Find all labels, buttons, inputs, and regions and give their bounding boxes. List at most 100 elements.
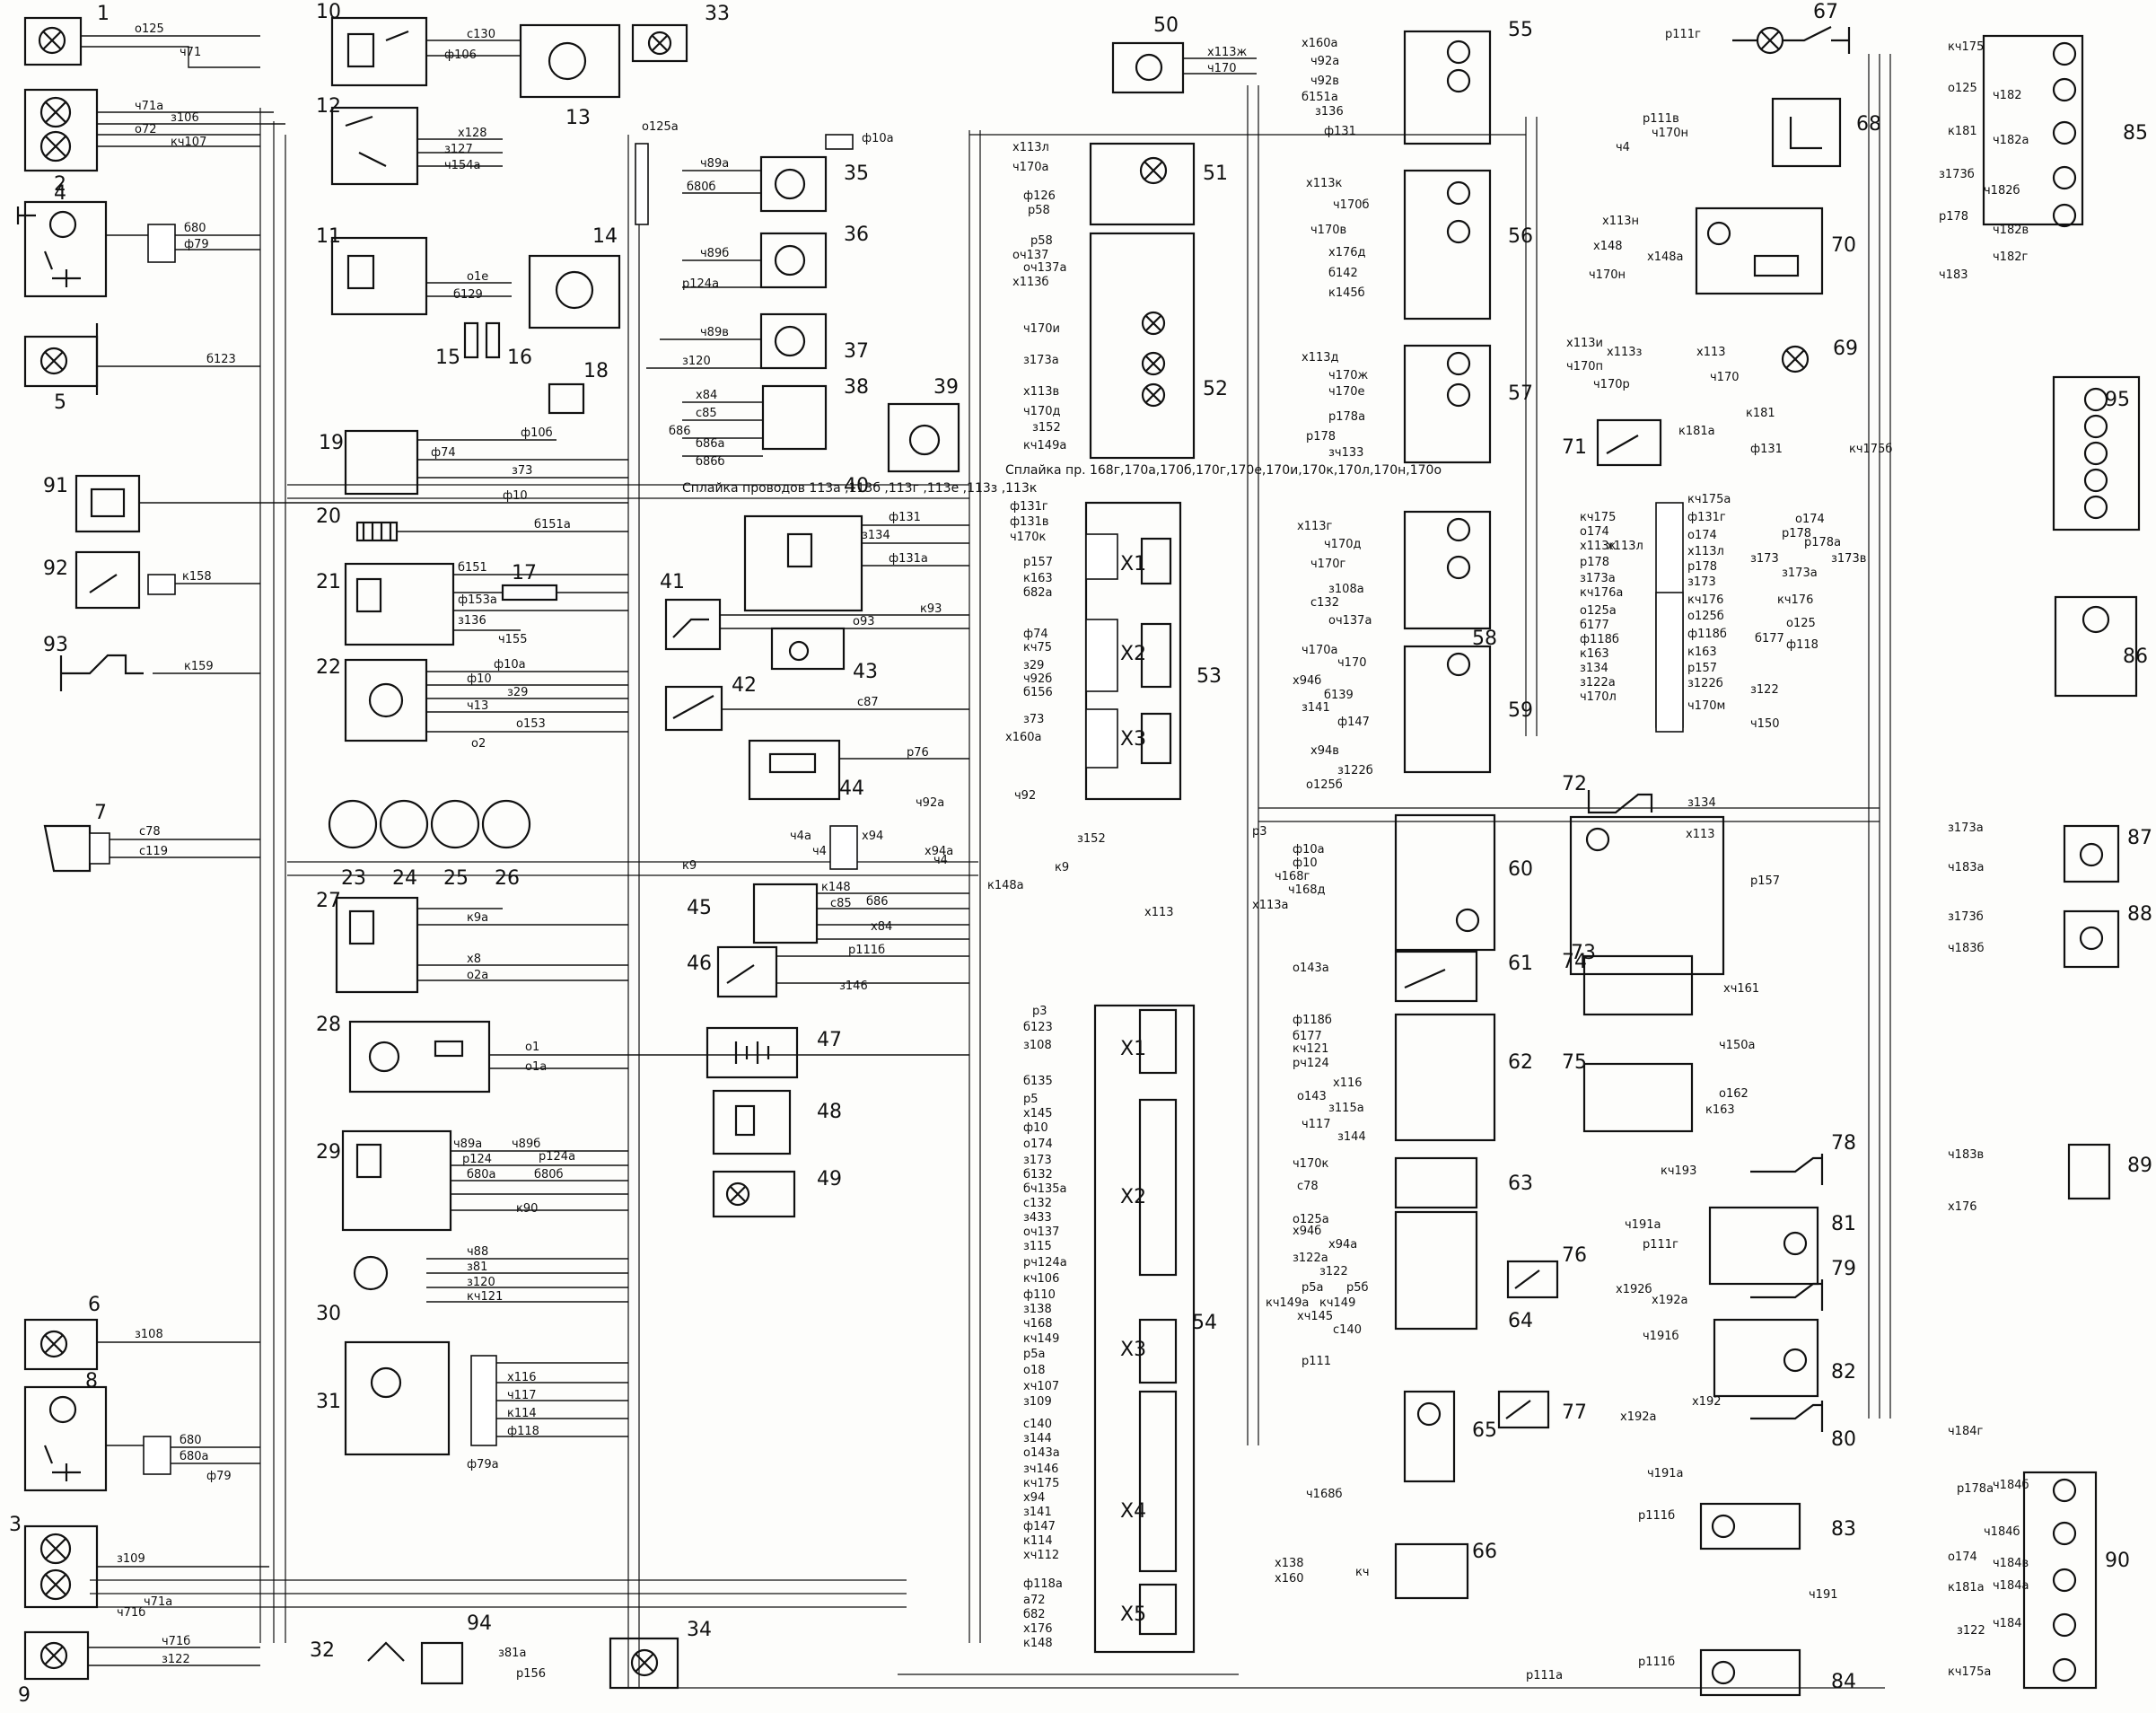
component-number: 19	[319, 432, 344, 454]
component-number: 66	[1472, 1541, 1497, 1563]
svg-text:х94в: х94в	[1310, 744, 1339, 758]
comp-82-relay: 82 ч191б	[1643, 1318, 1856, 1398]
comp-48-relay: 48	[712, 1089, 842, 1155]
svg-text:с140: с140	[1023, 1418, 1052, 1431]
svg-text:о174: о174	[1580, 525, 1609, 539]
component-number: 5	[54, 391, 66, 414]
svg-text:з122а: з122а	[1580, 676, 1616, 690]
svg-text:с140: с140	[1333, 1323, 1362, 1337]
svg-text:б82а: б82а	[1023, 586, 1053, 600]
svg-text:х116: х116	[1333, 1076, 1363, 1090]
svg-text:о143а: о143а	[1293, 962, 1329, 975]
comp-61-switch: 61 о143а	[1293, 950, 1533, 1003]
svg-text:о125: о125	[1948, 82, 1977, 95]
component-number: 29	[316, 1141, 341, 1164]
svg-text:ф147: ф147	[1337, 716, 1370, 729]
component-number: 90	[2105, 1550, 2130, 1572]
svg-text:р156: р156	[516, 1667, 546, 1681]
svg-text:б80а: б80а	[180, 1450, 209, 1463]
svg-text:ф10а: ф10а	[1293, 843, 1325, 856]
wire-bundle-note: Сплайка проводов 113а ,113б ,113г ,113е …	[682, 481, 1037, 496]
component-number: 10	[316, 1, 341, 23]
component-number: 64	[1508, 1310, 1533, 1332]
component-number: 36	[844, 224, 869, 246]
svg-text:з144: з144	[1023, 1432, 1052, 1445]
svg-text:з136: з136	[1315, 105, 1344, 119]
svg-text:х94: х94	[1023, 1491, 1045, 1505]
svg-text:к181а: к181а	[1948, 1581, 1985, 1594]
svg-text:кч149а: кч149а	[1023, 439, 1066, 452]
svg-text:ф79а: ф79а	[467, 1458, 499, 1471]
svg-text:ф118а: ф118а	[1023, 1577, 1063, 1591]
svg-text:ч170е: ч170е	[1328, 385, 1365, 399]
svg-text:к163: к163	[1687, 646, 1717, 659]
svg-text:ч184б: ч184б	[1993, 1479, 2029, 1492]
svg-text:б129: б129	[453, 288, 483, 302]
svg-text:ч92в: ч92в	[1310, 75, 1339, 88]
svg-text:кч176: кч176	[1777, 593, 1813, 607]
svg-text:с132: с132	[1023, 1197, 1052, 1210]
svg-text:о174: о174	[1687, 529, 1717, 542]
svg-text:ч170к: ч170к	[1293, 1157, 1328, 1171]
comp-78-switch: 78 кч193	[1661, 1132, 1856, 1185]
svg-text:ч4: ч4	[812, 845, 827, 858]
svg-text:оч137: оч137	[1023, 1225, 1059, 1239]
svg-text:ч184а: ч184а	[1993, 1579, 2029, 1593]
svg-text:з108: з108	[1023, 1039, 1052, 1052]
comp-95-lamp-block: 95	[2052, 375, 2141, 531]
svg-text:х148: х148	[1593, 240, 1623, 253]
svg-text:х94б: х94б	[1293, 674, 1321, 688]
svg-text:ч182б: ч182б	[1984, 184, 2020, 198]
svg-text:о125: о125	[1786, 617, 1816, 630]
svg-text:о1а: о1а	[525, 1060, 547, 1074]
svg-text:х160а: х160а	[1301, 37, 1337, 50]
svg-text:р111б: р111б	[848, 944, 885, 957]
comp-15-fuse: 15	[435, 321, 479, 369]
component-number: 60	[1508, 858, 1533, 881]
svg-text:х113б: х113б	[1012, 276, 1049, 289]
component-number: 15	[435, 347, 460, 369]
svg-text:з138: з138	[1023, 1303, 1052, 1316]
component-number: 67	[1813, 1, 1838, 23]
svg-text:з120: з120	[467, 1276, 495, 1289]
svg-text:р111: р111	[1301, 1355, 1331, 1368]
svg-text:ч168: ч168	[1023, 1317, 1053, 1331]
svg-text:ч191а: ч191а	[1647, 1467, 1683, 1480]
svg-text:оч137: оч137	[1012, 249, 1048, 262]
svg-text:р178: р178	[1306, 430, 1336, 444]
svg-text:к148: к148	[821, 881, 851, 894]
svg-text:х94а: х94а	[1328, 1238, 1357, 1252]
svg-text:б80: б80	[184, 222, 206, 235]
svg-text:к9а: к9а	[467, 911, 488, 925]
svg-text:ч13: ч13	[467, 699, 488, 713]
component-number: 63	[1508, 1173, 1533, 1195]
component-number: 33	[705, 3, 730, 25]
component-number: 57	[1508, 382, 1533, 405]
connector-label: X3	[1120, 1339, 1146, 1361]
svg-text:кч175: кч175	[1580, 511, 1616, 524]
comp-41-switch: 41 к93	[660, 571, 969, 651]
svg-text:кч176а: кч176а	[1580, 586, 1623, 600]
svg-text:рч124а: рч124а	[1023, 1256, 1067, 1269]
component-number: 83	[1831, 1518, 1856, 1541]
svg-text:р111г: р111г	[1643, 1238, 1678, 1252]
connector-label: X1	[1120, 1038, 1146, 1060]
svg-text:б82: б82	[1023, 1608, 1046, 1621]
component-number: 84	[1831, 1671, 1856, 1693]
svg-text:з29: з29	[507, 686, 528, 699]
svg-text:р76: р76	[907, 746, 929, 760]
svg-text:ч89в: ч89в	[700, 326, 729, 339]
svg-text:о174: о174	[1948, 1550, 1977, 1564]
svg-text:кч176: кч176	[1687, 593, 1723, 607]
svg-text:ф106: ф106	[444, 48, 477, 62]
